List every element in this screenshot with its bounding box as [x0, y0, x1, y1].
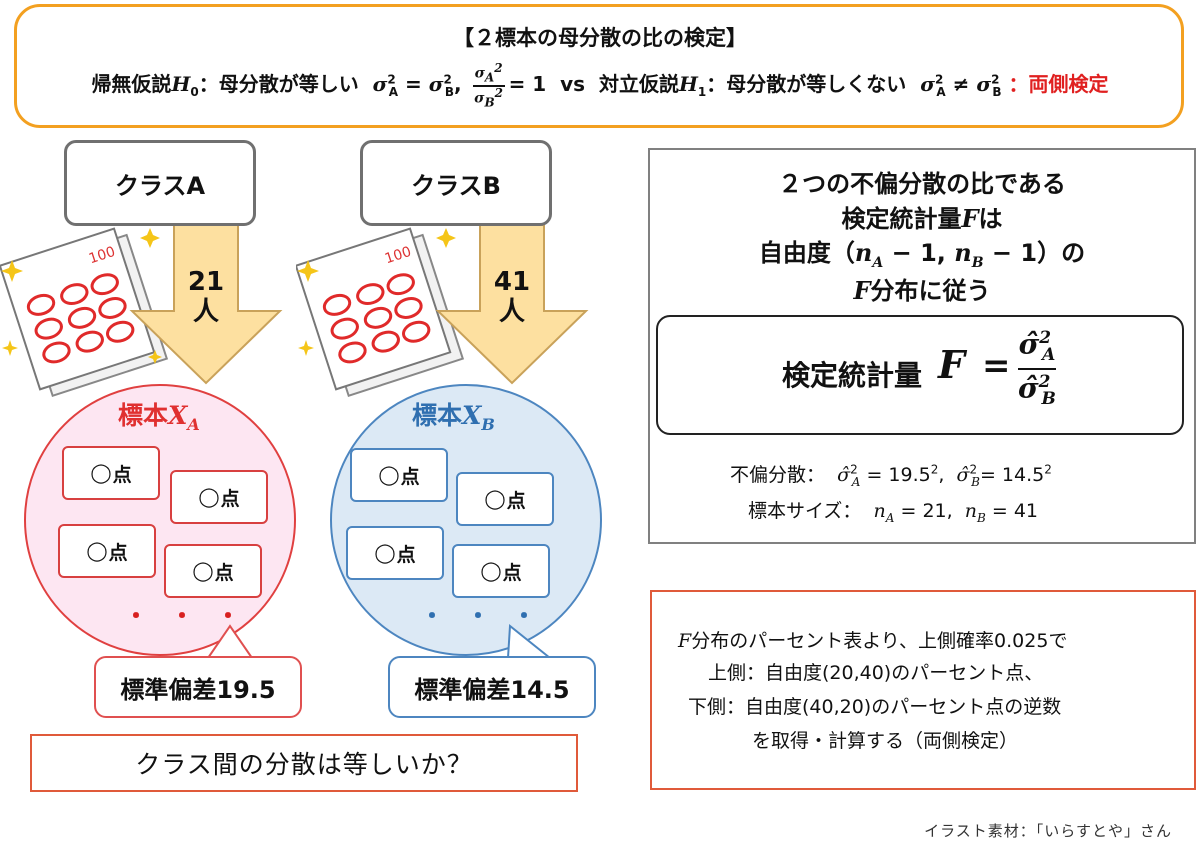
class-b-count-unit: 人: [498, 296, 525, 327]
score-box: ◯点: [164, 544, 262, 598]
class-b-label-box: クラスB: [360, 140, 552, 226]
statistic-description: ２つの不偏分散の比である 検定統計量Fは 自由度（nA − 1, nB − 1）…: [648, 168, 1196, 308]
alt-hypothesis-label: 対立仮説: [599, 71, 680, 96]
test-paper-illustration-b: 100: [296, 227, 465, 397]
illustration-credit: イラスト素材：「いらすとや」さん: [924, 822, 1172, 840]
note-line2: 上側：自由度(20,40)のパーセント点、: [708, 662, 1044, 684]
hypothesis-header-box: [14, 4, 1184, 128]
note-line4: を取得・計算する（両側検定）: [752, 730, 1019, 752]
ellipsis-dots-a: ・・・: [124, 602, 262, 630]
sample-size-line: 標本サイズ： nA = 21, nB = 41: [748, 500, 1039, 525]
statistic-desc-line2: 検定統計量Fは: [841, 203, 1003, 233]
formula-label: 検定統計量: [782, 359, 923, 392]
score-box: ◯点: [346, 526, 444, 580]
statistic-desc-line1: ２つの不偏分散の比である: [778, 170, 1066, 198]
header-title: 【２標本の母分散の比の検定】: [453, 26, 747, 50]
test-paper-illustration-a: 100: [0, 227, 169, 397]
ellipsis-dots-b: ・・・: [420, 602, 558, 630]
score-box: ◯点: [58, 524, 156, 578]
svg-text:100: 100: [383, 244, 413, 267]
class-a-label-box: クラスA: [64, 140, 256, 226]
class-b-count: 41 人: [472, 267, 552, 328]
class-a-count-unit: 人: [192, 296, 219, 327]
formula-equals: =: [982, 346, 1011, 386]
score-box: ◯点: [456, 472, 554, 526]
class-a-count-number: 21: [187, 267, 225, 297]
formula-f-symbol: F: [938, 342, 965, 387]
note-line3: 下側：自由度(40,20)のパーセント点の逆数: [688, 696, 1062, 718]
score-box: ◯点: [62, 446, 160, 500]
formula-variance-ratio: σ̂2A σ̂2B: [1018, 327, 1056, 409]
score-box: ◯点: [350, 448, 448, 502]
arrow-down-a: [129, 225, 283, 385]
sample-b-label: 標本XB: [412, 401, 495, 434]
null-hypothesis-text: ：母分散が等しい: [198, 71, 359, 96]
class-a-count: 21 人: [166, 267, 246, 328]
procedure-note-box: [650, 590, 1196, 790]
statistic-desc-line3: 自由度（nA − 1, nB − 1）の: [758, 238, 1086, 271]
bubble-tail-a: [207, 624, 253, 659]
statistic-desc-line4: F分布に従う: [853, 275, 991, 305]
sd-bubble-a: 標準偏差19.5: [94, 656, 302, 718]
formula-box: [656, 315, 1184, 435]
class-b-count-number: 41: [493, 267, 531, 297]
score-box: ◯点: [452, 544, 550, 598]
two-sided-label: ：両側検定: [1008, 71, 1109, 96]
alt-hypothesis-text: ：母分散が等しくない: [706, 71, 907, 96]
sd-bubble-b: 標準偏差14.5: [388, 656, 596, 718]
score-box: ◯点: [170, 470, 268, 524]
svg-text:100: 100: [87, 244, 117, 267]
null-hypothesis-label: 帰無仮説: [91, 71, 172, 96]
sample-a-label: 標本XA: [118, 401, 200, 434]
note-line1: F分布のパーセント表より、上側確率0.025で: [678, 630, 1068, 652]
vs-label: vs: [560, 71, 586, 96]
arrow-down-b: [435, 225, 589, 385]
question-box: クラス間の分散は等しいか？: [30, 734, 578, 792]
bubble-tail-b: [507, 624, 551, 659]
unbiased-variance-line: 不偏分散： σ̂2A = 19.52, σ̂2B= 14.52: [730, 462, 1052, 489]
